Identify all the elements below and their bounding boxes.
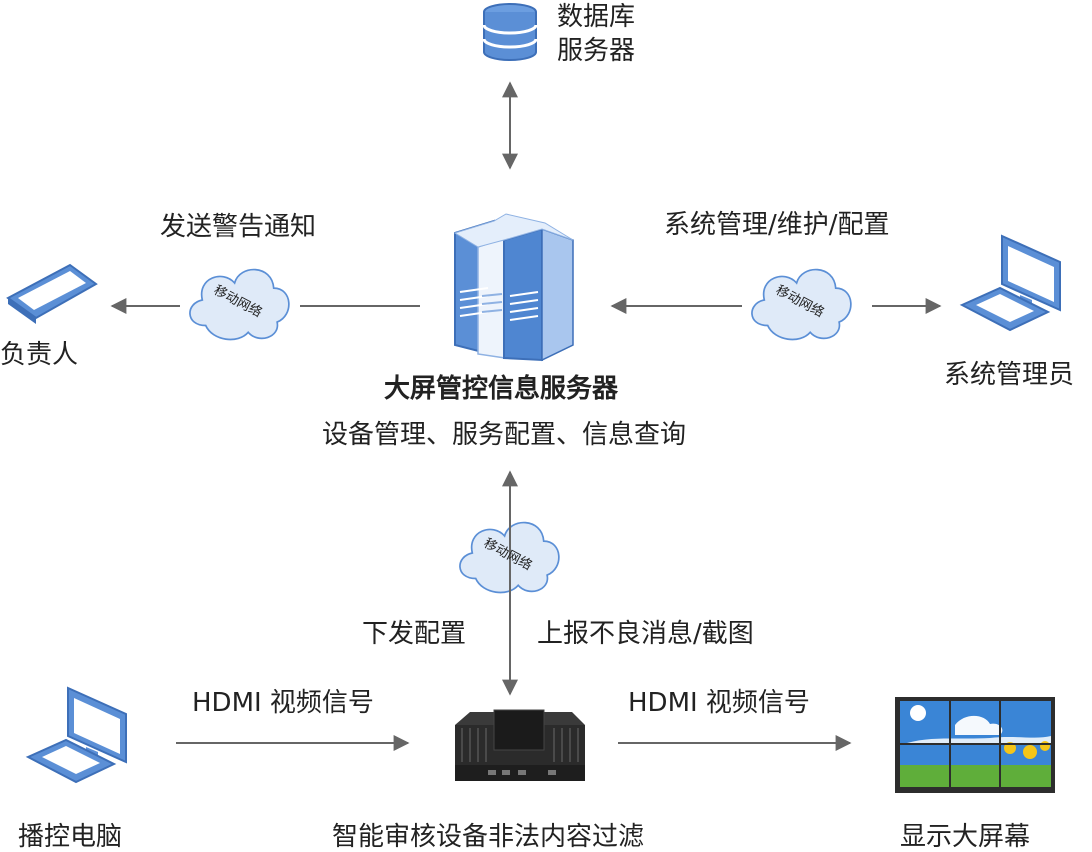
admin-computer-icon [959, 234, 1061, 332]
owner-label: 负责人 [0, 340, 79, 370]
server-rack-icon [453, 213, 574, 362]
report-label: 上报不良消息/截图 [537, 619, 754, 649]
filter-device-label: 智能审核设备非法内容过滤 [332, 822, 645, 852]
database-label-line2: 服务器 [557, 36, 636, 66]
filter-device-icon [455, 709, 585, 781]
database-label-line1: 数据库 [557, 2, 636, 32]
sys-mgmt-label: 系统管理/维护/配置 [664, 210, 890, 240]
main-server-title: 大屏管控信息服务器 [384, 374, 619, 404]
big-screen-label: 显示大屏幕 [900, 822, 1031, 852]
hdmi-in-label: HDMI 视频信号 [192, 688, 374, 718]
alert-label: 发送警告通知 [160, 212, 317, 242]
admin-label: 系统管理员 [944, 360, 1075, 390]
player-computer-icon [25, 686, 127, 784]
tablet-icon [6, 263, 98, 324]
video-wall-icon [895, 697, 1055, 793]
hdmi-out-label: HDMI 视频信号 [628, 688, 810, 718]
database-icon [482, 3, 538, 61]
main-server-subtitle: 设备管理、服务配置、信息查询 [322, 420, 687, 450]
player-pc-label: 播控电脑 [18, 822, 123, 852]
send-config-label: 下发配置 [362, 619, 467, 649]
